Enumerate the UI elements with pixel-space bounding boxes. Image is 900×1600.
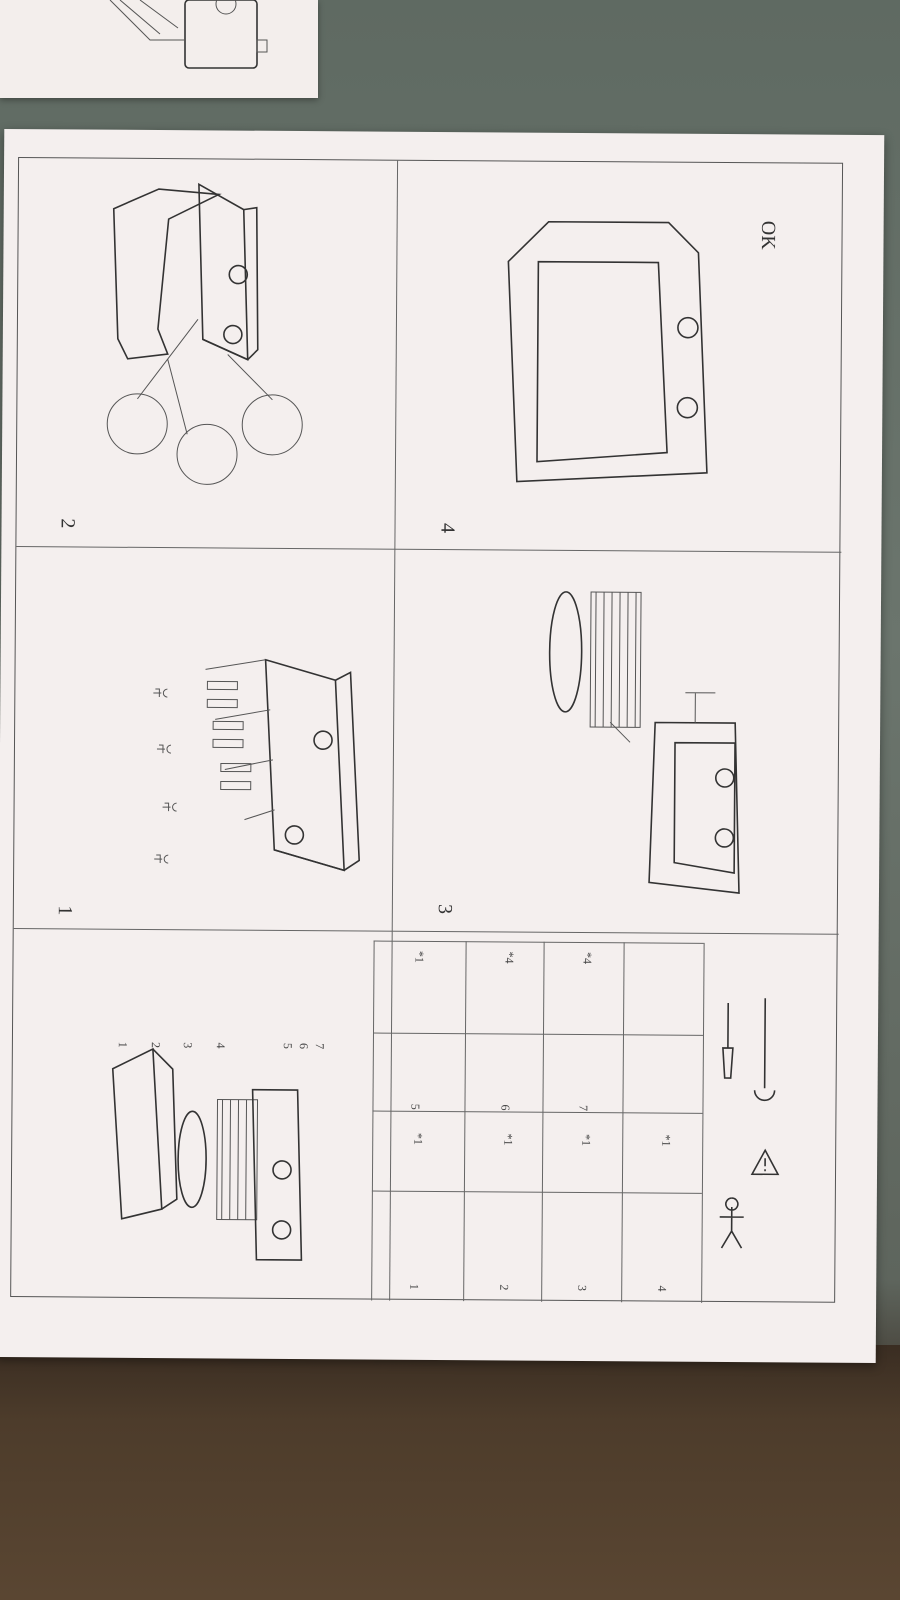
step-2-drawing	[106, 182, 303, 485]
background-sheet	[0, 0, 318, 98]
grid-line	[16, 546, 842, 553]
two-person-icon	[719, 1197, 744, 1249]
parts-row-qty: *1	[659, 1134, 674, 1147]
ok-label: OK	[756, 220, 780, 250]
parts-table: 1 *1 2 *1 3 *1 4 *1 5 *1 6 *4 7 *4	[371, 940, 844, 1304]
callout-2: 2	[148, 1041, 163, 1049]
hardware-qty: *1	[412, 950, 427, 963]
instruction-sheet: 1 2 3 4 OK	[0, 128, 885, 1364]
callout-7: 7	[312, 1043, 327, 1050]
callout-1: 1	[115, 1041, 130, 1048]
parts-row-index: 1	[407, 1283, 422, 1290]
wrench-icon	[753, 998, 776, 1102]
parts-row-index: 4	[655, 1285, 670, 1292]
screwdriver-icon	[722, 1003, 734, 1079]
hardware-index: 5	[408, 1103, 423, 1110]
parts-row-qty: *1	[579, 1133, 594, 1147]
hardware-index: 7	[576, 1104, 591, 1112]
floor	[0, 1345, 900, 1600]
partial-grill-drawing	[109, 0, 268, 69]
exploded-view-drawing	[111, 1047, 303, 1261]
step-number-4: 4	[436, 522, 459, 534]
step-3-drawing	[548, 591, 740, 894]
callout-5: 5	[280, 1042, 295, 1049]
parts-row-qty: *1	[411, 1132, 426, 1145]
step-4-drawing	[507, 220, 708, 483]
callout-3: 3	[180, 1042, 195, 1049]
warning-icon	[750, 1148, 780, 1176]
step-number-1: 1	[53, 905, 76, 916]
callout-4: 4	[213, 1042, 228, 1049]
callout-6: 6	[296, 1043, 311, 1050]
parts-row-qty: *1	[501, 1133, 516, 1146]
parts-row-index: 3	[575, 1284, 590, 1292]
parts-row-index: 2	[497, 1284, 512, 1291]
step-number-2: 2	[56, 518, 79, 529]
instruction-frame: 1 2 3 4 OK	[10, 157, 844, 1304]
grid-line	[13, 928, 839, 935]
hardware-index: 6	[498, 1104, 513, 1111]
hardware-qty: *4	[502, 951, 517, 964]
step-1-drawing	[153, 658, 361, 872]
hardware-qty: *4	[580, 951, 595, 965]
